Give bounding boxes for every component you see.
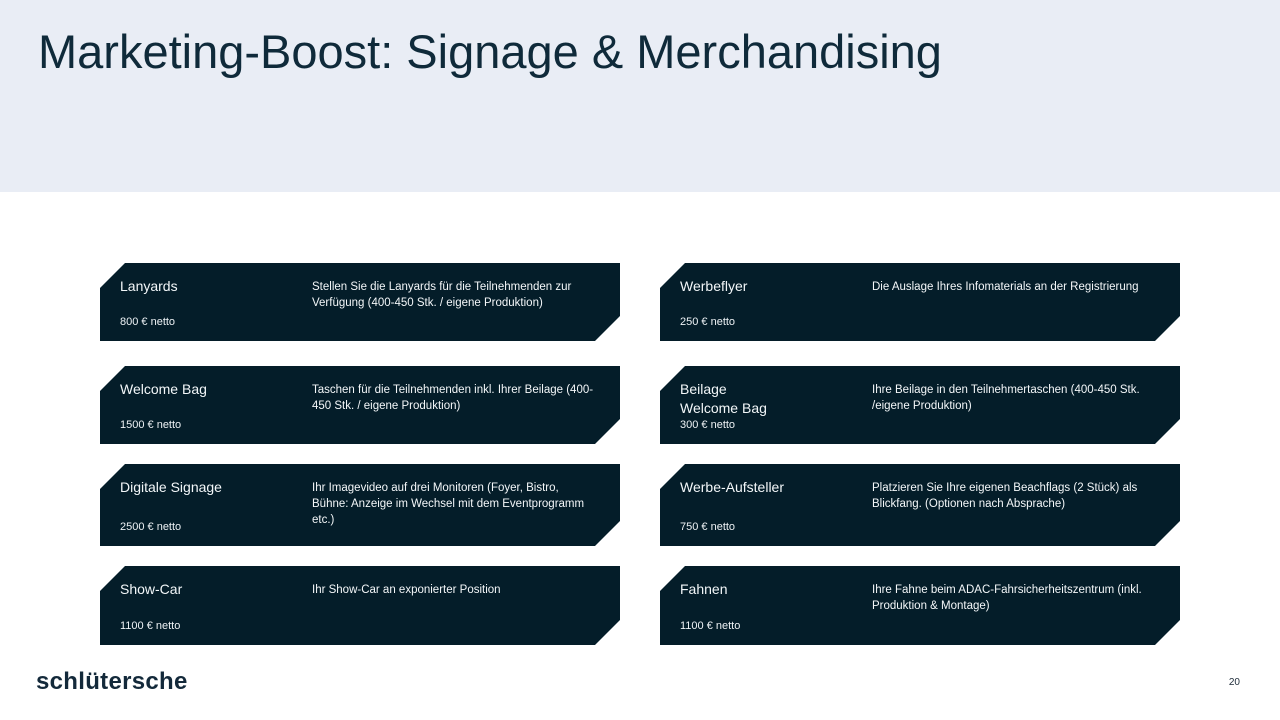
offer-card-info: Show-Car 1100 € netto	[100, 566, 310, 645]
offer-card-show-car: Show-Car 1100 € netto Ihr Show-Car an ex…	[100, 566, 620, 645]
offer-card-beilage-welcome-bag: Beilage Welcome Bag 300 € netto Ihre Bei…	[660, 366, 1180, 444]
offer-name: Lanyards	[120, 278, 178, 294]
offer-card-info: Digitale Signage 2500 € netto	[100, 464, 310, 546]
offer-card-lanyards: Lanyards 800 € netto Stellen Sie die Lan…	[100, 263, 620, 341]
offer-card-info: Werbe-Aufsteller 750 € netto	[660, 464, 870, 546]
offer-card-werbeflyer: Werbeflyer 250 € netto Die Auslage Ihres…	[660, 263, 1180, 341]
offer-card-digitale-signage: Digitale Signage 2500 € netto Ihr Imagev…	[100, 464, 620, 546]
offer-name: Show-Car	[120, 581, 183, 597]
offer-name: Werbeflyer	[680, 278, 748, 294]
offer-price: 250 € netto	[680, 316, 736, 328]
offer-description: Platzieren Sie Ihre eigenen Beachflags (…	[872, 482, 1138, 510]
page-title: Marketing-Boost: Signage & Merchandising	[38, 25, 942, 78]
header-band	[0, 0, 1280, 192]
offer-card-info: Lanyards 800 € netto	[100, 263, 310, 341]
offer-name: Welcome Bag	[120, 381, 207, 397]
company-logo: schlütersche	[36, 668, 188, 695]
offer-description: Ihre Fahne beim ADAC-Fahrsicherheitszent…	[872, 584, 1142, 612]
offer-name: Digitale Signage	[120, 479, 222, 495]
page-number: 20	[1228, 677, 1240, 688]
offer-name: Werbe-Aufsteller	[680, 479, 785, 495]
offer-card-welcome-bag: Welcome Bag 1500 € netto Taschen für die…	[100, 366, 620, 444]
offer-price: 800 € netto	[120, 316, 176, 328]
offer-description: Ihre Beilage in den Teilnehmertaschen (4…	[872, 384, 1140, 412]
offer-price: 1500 € netto	[120, 419, 182, 431]
offer-description: Taschen für die Teilnehmenden inkl. Ihre…	[312, 384, 594, 412]
offer-card-werbe-aufsteller: Werbe-Aufsteller 750 € netto Platzieren …	[660, 464, 1180, 546]
offer-description: Stellen Sie die Lanyards für die Teilneh…	[312, 281, 572, 309]
offer-price: 1100 € netto	[680, 620, 741, 632]
offer-description: Die Auslage Ihres Infomaterials an der R…	[872, 281, 1139, 293]
offer-card-info: Beilage Welcome Bag 300 € netto	[660, 366, 870, 444]
offer-price: 300 € netto	[680, 419, 736, 431]
offer-card-info: Werbeflyer 250 € netto	[660, 263, 870, 341]
offer-price: 1100 € netto	[120, 620, 181, 632]
offer-price: 2500 € netto	[120, 521, 182, 533]
offer-card-info: Welcome Bag 1500 € netto	[100, 366, 310, 444]
offer-name: Beilage Welcome Bag	[680, 381, 767, 416]
offer-name: Fahnen	[680, 581, 728, 597]
offer-card-fahnen: Fahnen 1100 € netto Ihre Fahne beim ADAC…	[660, 566, 1180, 645]
offer-description: Ihr Show-Car an exponierter Position	[312, 584, 501, 596]
offer-card-info: Fahnen 1100 € netto	[660, 566, 870, 645]
offer-description: Ihr Imagevideo auf drei Monitoren (Foyer…	[312, 482, 585, 526]
offer-price: 750 € netto	[680, 521, 736, 533]
